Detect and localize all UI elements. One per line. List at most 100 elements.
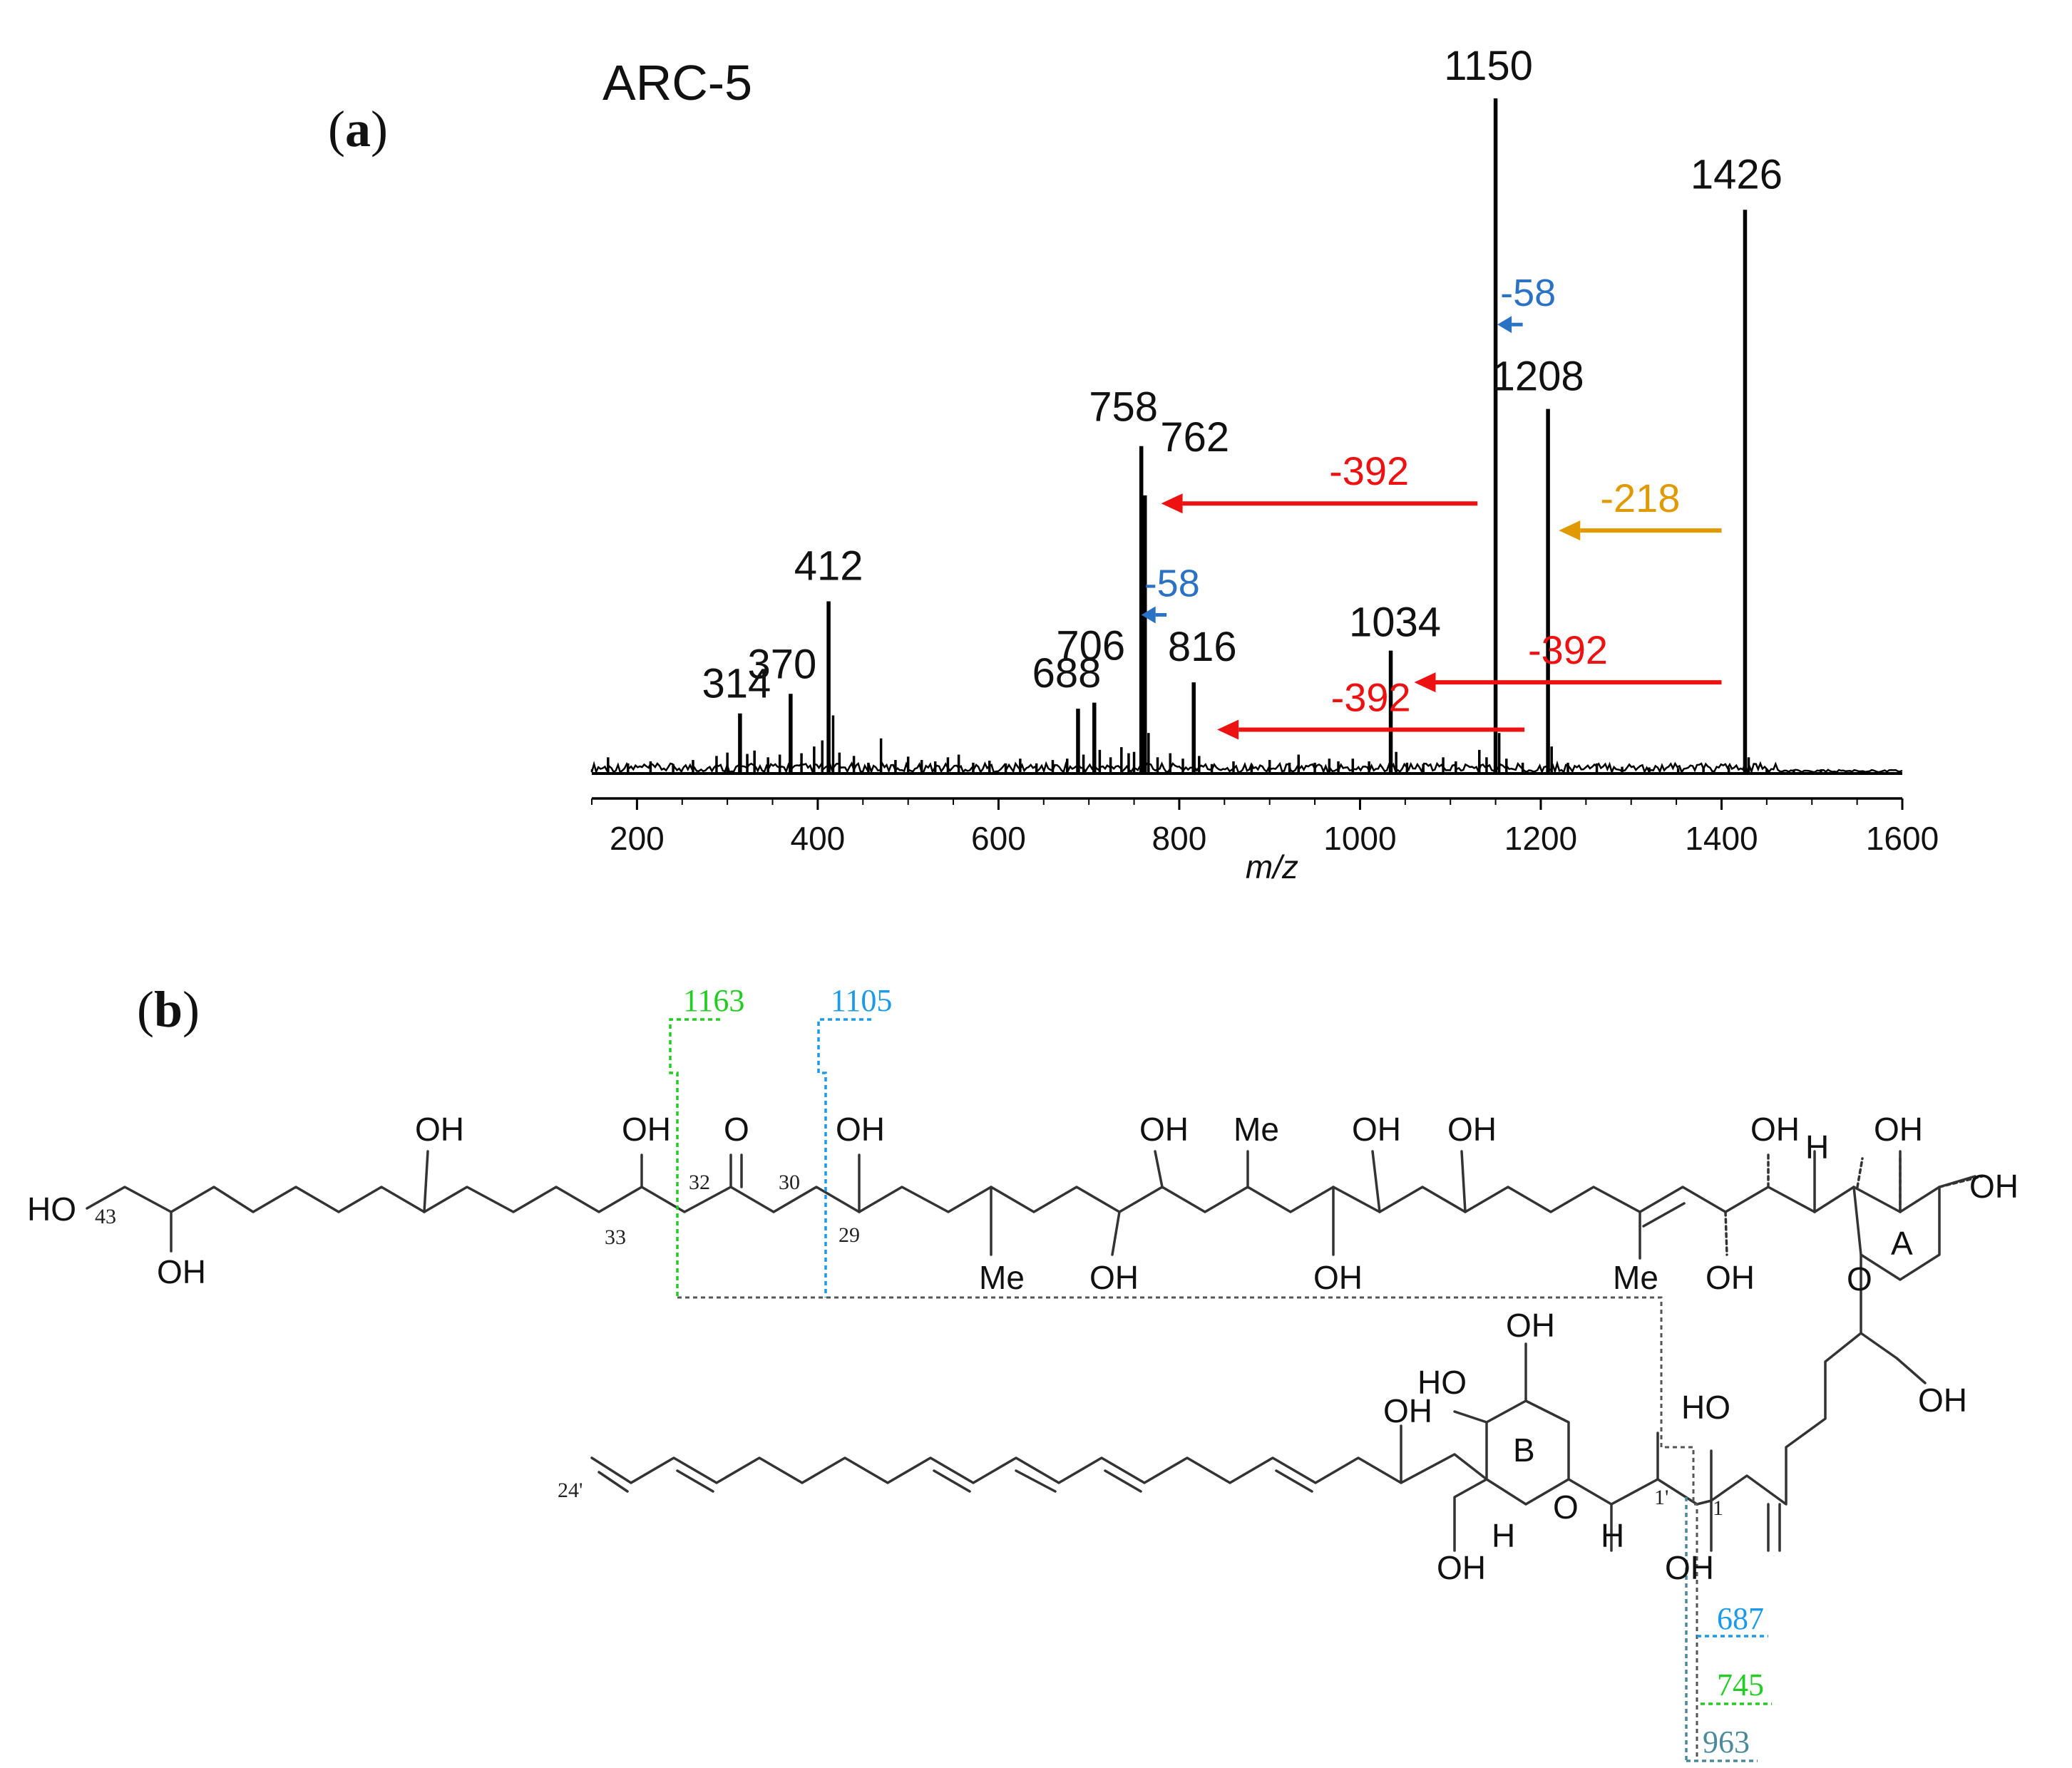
substituent-bonds — [170, 1150, 1855, 1260]
atom-number: 32 — [689, 1171, 710, 1194]
peak-label-1150: 1150 — [1444, 43, 1533, 89]
x-tick-label: 1600 — [1866, 820, 1939, 857]
peak-label-688: 688 — [1032, 650, 1102, 697]
atom-number: 30 — [779, 1171, 800, 1194]
annotation-label: -392 — [1329, 448, 1409, 493]
atom-label: Me — [1613, 1259, 1658, 1296]
peak-label-370: 370 — [747, 641, 816, 687]
atom-label: H — [1601, 1517, 1624, 1554]
atom-label: O — [1553, 1489, 1579, 1526]
atom-label: OH — [1706, 1259, 1755, 1296]
peak-label-816: 816 — [1168, 624, 1237, 670]
x-tick-label: 1400 — [1685, 820, 1758, 857]
atom-label: OH — [1313, 1259, 1363, 1296]
x-tick-label: 1000 — [1323, 820, 1396, 857]
atom-label: O — [1847, 1260, 1872, 1297]
atom-label: Me — [1234, 1111, 1279, 1148]
atom-label: OH — [1750, 1111, 1800, 1148]
atom-label: H — [1492, 1517, 1515, 1554]
panel-a-label-close: ) — [371, 101, 388, 158]
panel-b-label-close: ) — [183, 981, 200, 1038]
atom-label: OH — [1089, 1259, 1139, 1296]
annotation-arrow-head — [1141, 606, 1156, 624]
peak-label-1034: 1034 — [1349, 600, 1441, 646]
ring-a-hash — [1899, 1157, 1984, 1213]
x-tick-label: 1200 — [1504, 820, 1577, 857]
polyene-tail-bonds — [590, 1424, 1488, 1493]
panel-a-label-open: ( — [328, 101, 345, 158]
peak-label-1426: 1426 — [1691, 151, 1783, 197]
atom-label: OH — [415, 1111, 464, 1148]
atom-label: OH — [1352, 1111, 1401, 1148]
fragment-label-745: 745 — [1717, 1667, 1764, 1702]
atom-label: Me — [979, 1259, 1025, 1296]
fragment-bridge-line — [677, 1296, 1698, 1761]
sample-name: ARC-5 — [602, 55, 752, 110]
atom-label: OH — [836, 1111, 885, 1148]
annotation-arrow-head — [1414, 672, 1436, 693]
atom-number: 33 — [605, 1225, 626, 1249]
panel-b-label-open: ( — [137, 981, 154, 1038]
atom-label: OH — [1918, 1382, 1967, 1419]
annotation-arrow-head — [1217, 719, 1239, 740]
fragment-line-963 — [1685, 1497, 1758, 1762]
atom-label: OH — [1383, 1392, 1432, 1429]
atom-label: OH — [622, 1111, 671, 1148]
panel-a-label-letter: a — [345, 101, 371, 158]
annotation-label: -218 — [1600, 476, 1680, 520]
annotation-arrow-head — [1559, 520, 1581, 541]
annotation-label: -58 — [1500, 272, 1556, 314]
fragment-label-963: 963 — [1703, 1725, 1750, 1759]
annotation-arrow-head — [1497, 316, 1512, 334]
panel-b-label-letter: b — [154, 981, 183, 1038]
atom-label: HO — [27, 1191, 76, 1228]
panel-a-label: (a) — [328, 101, 388, 158]
atom-label: OH — [1437, 1549, 1486, 1586]
atom-number: 1' — [1654, 1486, 1668, 1509]
atom-label: OH — [1506, 1307, 1555, 1344]
main-chain-bonds — [86, 1186, 1816, 1213]
stereo-hash-bonds — [1724, 1150, 1864, 1256]
atom-label: OH — [1874, 1111, 1923, 1148]
peak-label-1208: 1208 — [1492, 354, 1584, 400]
x-tick-label: 200 — [610, 820, 665, 857]
baseline-noise — [590, 760, 1903, 775]
atom-label: OH — [157, 1253, 206, 1290]
atom-label: OH — [1969, 1168, 2019, 1205]
x-tick-label: 400 — [791, 820, 846, 857]
fragment-label-687: 687 — [1717, 1601, 1764, 1636]
fragment-label-1105: 1105 — [831, 983, 892, 1018]
chemical-structure: HO 43 OH OH OH 33 32 O 30 29 OH Me OH OH… — [27, 983, 2019, 1762]
panel-b-label: (b) — [137, 981, 200, 1038]
annotation-label: -58 — [1144, 562, 1200, 605]
atom-label: OH — [1139, 1111, 1189, 1148]
fragment-line-1163 — [669, 1018, 720, 1297]
peak-label-706: 706 — [1056, 623, 1125, 669]
atom-number: 29 — [838, 1223, 860, 1247]
peak-label-314: 314 — [702, 661, 771, 707]
ring-label-a: A — [1891, 1225, 1913, 1262]
annotation-label: -392 — [1528, 627, 1608, 672]
atom-number: 24' — [558, 1479, 583, 1502]
atom-label: HO — [1417, 1364, 1467, 1401]
annotation-label: -392 — [1331, 674, 1411, 719]
atom-label: HO — [1681, 1389, 1730, 1426]
x-axis-label: m/z — [1246, 848, 1298, 885]
atom-label: OH — [1447, 1111, 1497, 1148]
ring-a-bridge-bonds — [1710, 1253, 1927, 1552]
peak-label-762: 762 — [1160, 414, 1229, 461]
fragment-label-1163: 1163 — [683, 983, 744, 1018]
atom-label: O — [724, 1111, 749, 1148]
peak-label-758: 758 — [1089, 384, 1158, 431]
peak-label-412: 412 — [794, 543, 863, 590]
ring-b-bonds — [1453, 1342, 1713, 1552]
atom-label: OH — [1665, 1549, 1714, 1586]
x-tick-label: 600 — [971, 820, 1026, 857]
fragment-line-1105 — [817, 1018, 871, 1297]
annotation-arrow-head — [1161, 493, 1183, 514]
alkene-double-bond-top — [1642, 1202, 1686, 1228]
ring-label-b: B — [1513, 1432, 1535, 1469]
x-tick-label: 800 — [1152, 820, 1207, 857]
